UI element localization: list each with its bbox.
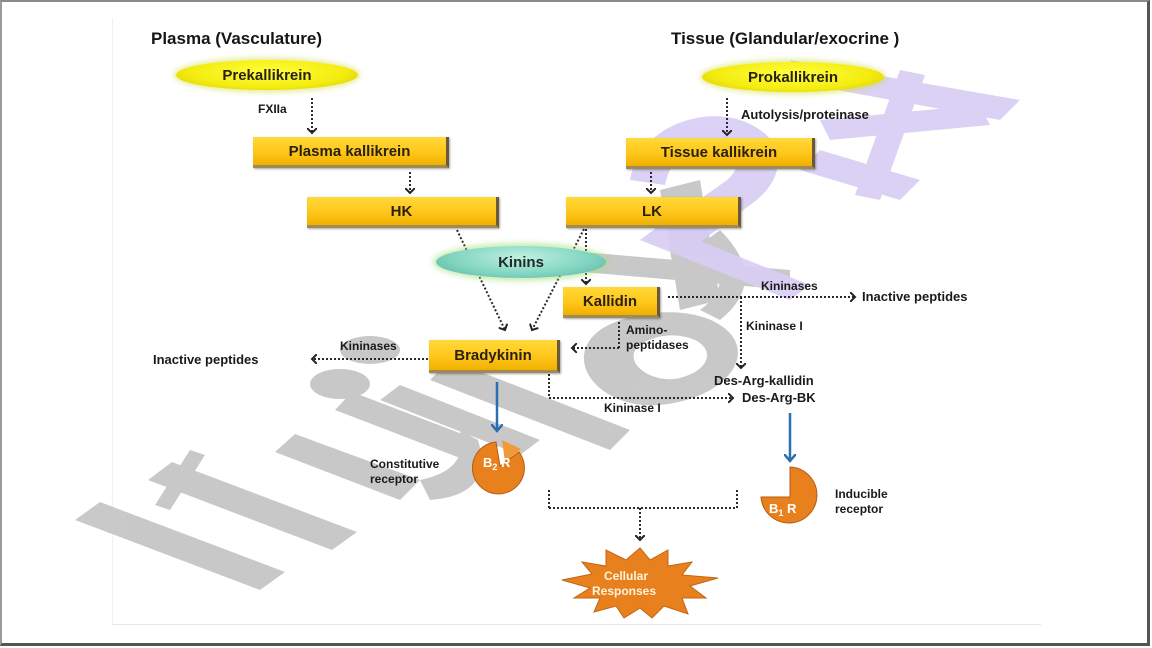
b1-caption-2: receptor [835, 502, 884, 516]
b2-receptor-label: B2 R [483, 456, 510, 472]
b1-letter: B [769, 501, 779, 516]
node-plasma-kallikrein: Plasma kallikrein [253, 137, 449, 168]
node-inactive-peptides-right: Inactive peptides [862, 289, 968, 304]
b2-suffix: R [501, 455, 511, 470]
header-plasma: Plasma (Vasculature) [151, 29, 323, 48]
node-prokallikrein: Prokallikrein [702, 62, 884, 92]
node-kallidin: Kallidin [563, 287, 660, 318]
label-kininases-right: Kininases [761, 279, 818, 293]
node-hk: HK [307, 197, 499, 228]
arrow-lk-to-bradykinin [532, 228, 585, 330]
label-kininase-i-bottom: Kininase I [604, 401, 661, 415]
node-bradykinin: Bradykinin [429, 340, 560, 373]
watermark-gray-letters [75, 180, 790, 590]
label-aminopeptidases-1: Amino- [626, 323, 668, 337]
b2-caption-1: Constitutive [370, 457, 440, 471]
cellular-responses-line2: Responses [592, 584, 657, 598]
label-kininase-i-right: Kininase I [746, 319, 803, 333]
b2-subscript: 2 [492, 462, 498, 472]
node-tissue-kallikrein: Tissue kallikrein [626, 138, 815, 169]
cellular-responses-starburst [561, 547, 719, 619]
b1-receptor-shape [760, 466, 818, 524]
node-inactive-peptides-left: Inactive peptides [153, 352, 259, 367]
node-des-arg-bk: Des-Arg-BK [742, 390, 816, 405]
b2-receptor-shape [471, 440, 525, 495]
header-tissue: Tissue (Glandular/exocrine ) [671, 29, 900, 48]
b1-receptor-label: B1 R [769, 502, 796, 518]
label-autolysis: Autolysis/proteinase [741, 107, 869, 122]
arrow-hk-to-bradykinin [456, 229, 505, 330]
node-des-arg-kallidin: Des-Arg-kallidin [714, 373, 814, 388]
label-kininases-left: Kininases [340, 339, 397, 353]
label-fxiia: FXIIa [258, 102, 287, 116]
b2-caption-2: receptor [370, 472, 419, 486]
b1-subscript: 1 [778, 508, 784, 518]
cellular-responses-line1: Cellular [604, 569, 649, 583]
b2-letter: B [483, 455, 493, 470]
b1-suffix: R [787, 501, 797, 516]
node-kinins: Kinins [436, 246, 606, 278]
node-lk: LK [566, 197, 741, 228]
b1-caption-1: Inducible [835, 487, 888, 501]
label-aminopeptidases-2: peptidases [626, 338, 689, 352]
node-prekallikrein: Prekallikrein [176, 60, 358, 90]
